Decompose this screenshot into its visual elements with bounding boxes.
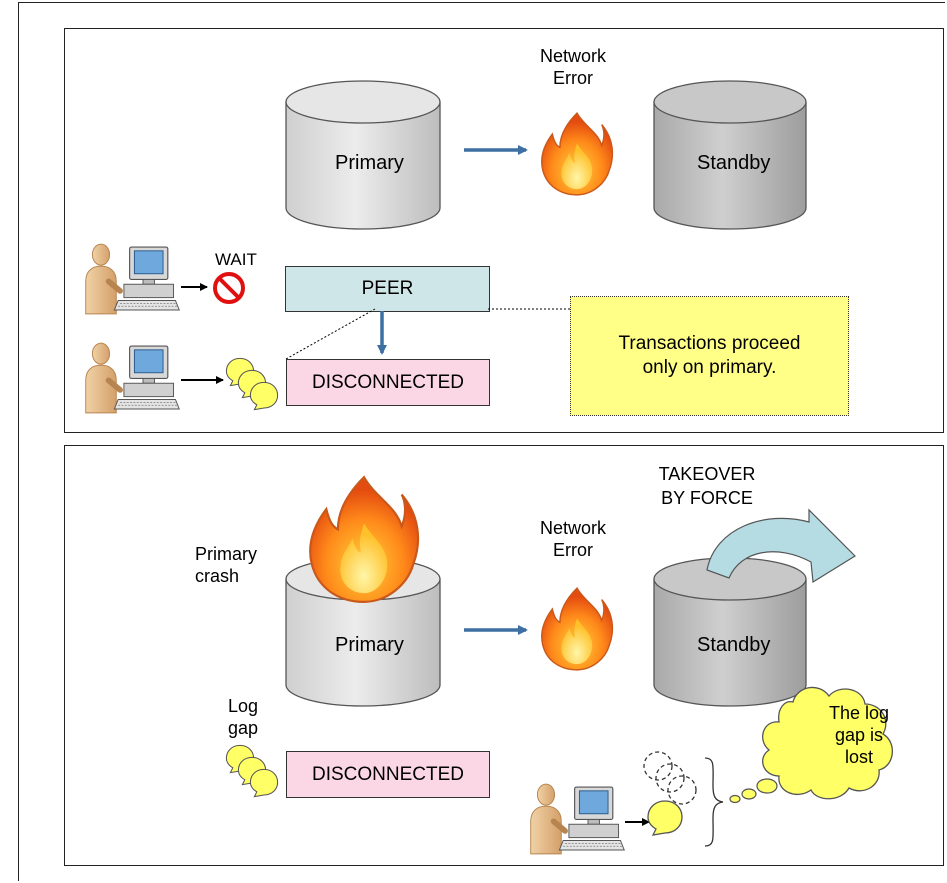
primary-crash-fire-icon: [309, 476, 420, 603]
takeover-label: TAKEOVER BY FORCE: [658, 464, 756, 508]
peer-state-box: PEER: [285, 266, 490, 312]
disconnected-state-box: DISCONNECTED: [286, 751, 490, 798]
figure-frame: [18, 2, 945, 881]
network-error-fire-icon: [541, 587, 614, 671]
standby-label: Standby: [697, 152, 771, 174]
standby-database-icon: [653, 80, 807, 230]
log-records-icon: [225, 357, 279, 411]
lost-log-records-icon: [643, 751, 697, 805]
primary-label: Primary: [335, 152, 404, 174]
user-workstation-icon: [80, 342, 185, 414]
primary-database-icon: [285, 80, 441, 230]
log-record-icon: [647, 800, 683, 836]
primary-label: Primary: [335, 634, 404, 656]
user-workstation-icon: [525, 783, 630, 855]
note-box: Transactions proceed only on primary.: [570, 296, 849, 416]
thought-cloud-icon: [729, 686, 893, 804]
disconnected-state-box: DISCONNECTED: [286, 359, 490, 406]
state-transition-arrow: [377, 311, 387, 355]
network-error-label: Network Error: [539, 46, 606, 88]
standby-database-icon: [653, 557, 807, 707]
brace-icon: [704, 757, 724, 847]
replication-arrow: [464, 145, 528, 155]
user-request-arrow: [625, 818, 650, 826]
thought-text: The log gap is lost: [828, 703, 890, 767]
standby-label: Standby: [697, 634, 771, 656]
no-entry-icon: [213, 272, 245, 304]
log-records-icon: [225, 744, 279, 798]
primary-crash-label: Primary crash: [195, 544, 257, 586]
user-request-arrow: [181, 376, 224, 384]
user-request-arrow: [181, 283, 208, 291]
takeover-arrow-icon: [706, 508, 856, 584]
log-gap-label: Log gap: [228, 696, 259, 738]
wait-label: WAIT: [215, 250, 257, 269]
network-error-label: Network Error: [539, 518, 606, 560]
replication-arrow: [464, 625, 528, 635]
